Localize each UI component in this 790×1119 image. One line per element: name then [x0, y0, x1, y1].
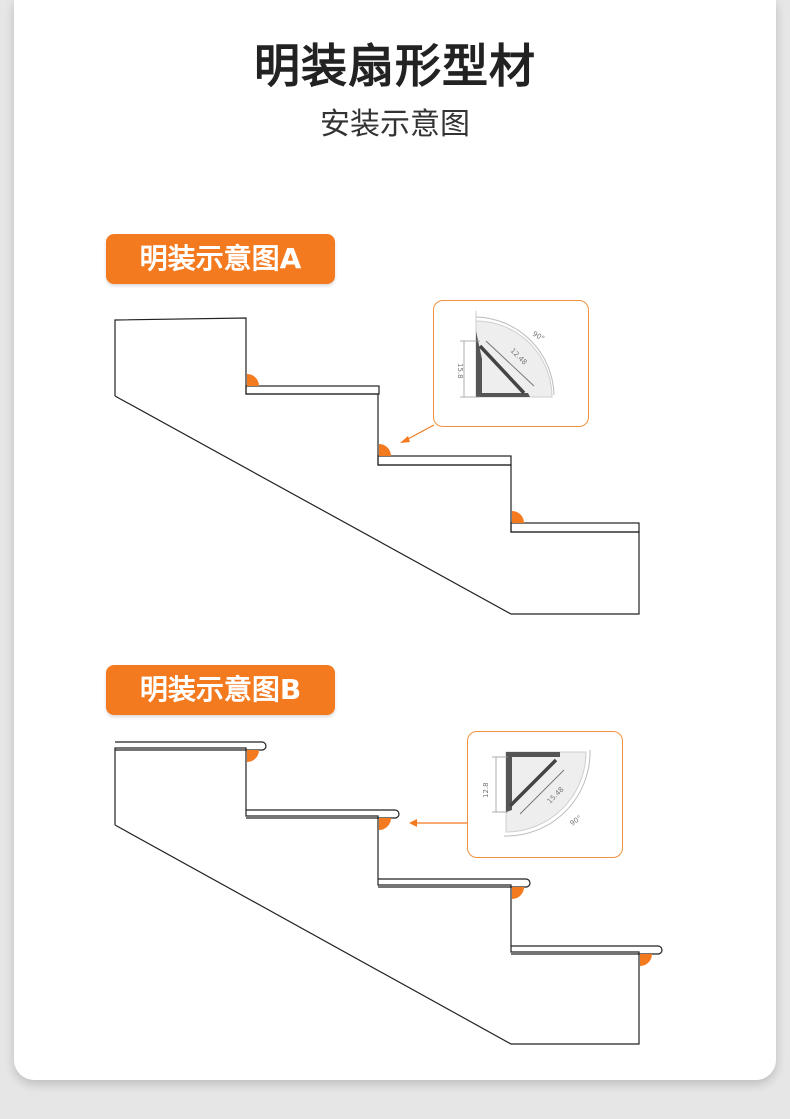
stairs-a-pointer [400, 424, 435, 443]
stairs-a-profile-dot-2 [379, 444, 391, 456]
stairs-b [114, 741, 663, 1045]
profile-a-drawing: 15.8 12.48 90° [456, 311, 555, 398]
stairs-a-tread-1 [245, 385, 380, 395]
content-card: 明装扇形型材 安装示意图 明装示意图A 明装示意图B [14, 0, 776, 1080]
profile-inset-a: 15.8 12.48 90° [433, 300, 589, 427]
profile-b-angle: 90° [569, 814, 584, 828]
stairs-b-profile-dot-4 [640, 954, 652, 966]
stairs-b-tread-4 [511, 945, 663, 955]
stairs-b-tread-2 [246, 809, 400, 819]
stairs-b-profile-dot-3 [512, 887, 524, 899]
stairs-b-profile-dot-1 [247, 750, 259, 762]
stairs-a-profile-dot-1 [247, 374, 259, 386]
stairs-b-profile-dot-2 [379, 818, 391, 830]
stairs-b-outline [114, 747, 640, 1045]
stairs-b-pointer [409, 819, 467, 827]
stairs-a-profiles [247, 374, 524, 523]
profile-a-angle: 90° [531, 330, 546, 343]
stairs-a-profile-dot-3 [512, 511, 524, 523]
page-title: 明装扇形型材 [254, 39, 536, 93]
stairs-a-tread-2 [377, 455, 512, 466]
profile-a-height: 15.8 [456, 363, 464, 379]
stairs-b-tread-3 [378, 878, 531, 888]
profile-inset-b: 12.8 15.48 90° [467, 731, 623, 858]
profile-b-drawing: 12.8 15.48 90° [482, 749, 591, 837]
stairs-b-tread-1 [115, 741, 267, 751]
stairs-a-tread-3 [510, 522, 640, 533]
profile-b-height: 12.8 [482, 782, 490, 798]
stairs-diagrams [114, 317, 663, 1045]
page-subtitle: 安装示意图 [320, 107, 470, 142]
diagram-a-badge: 明装示意图A [106, 234, 335, 284]
stairs-a [114, 317, 640, 615]
diagram-b-badge: 明装示意图B [106, 665, 335, 715]
stairs-b-profiles [247, 750, 652, 966]
